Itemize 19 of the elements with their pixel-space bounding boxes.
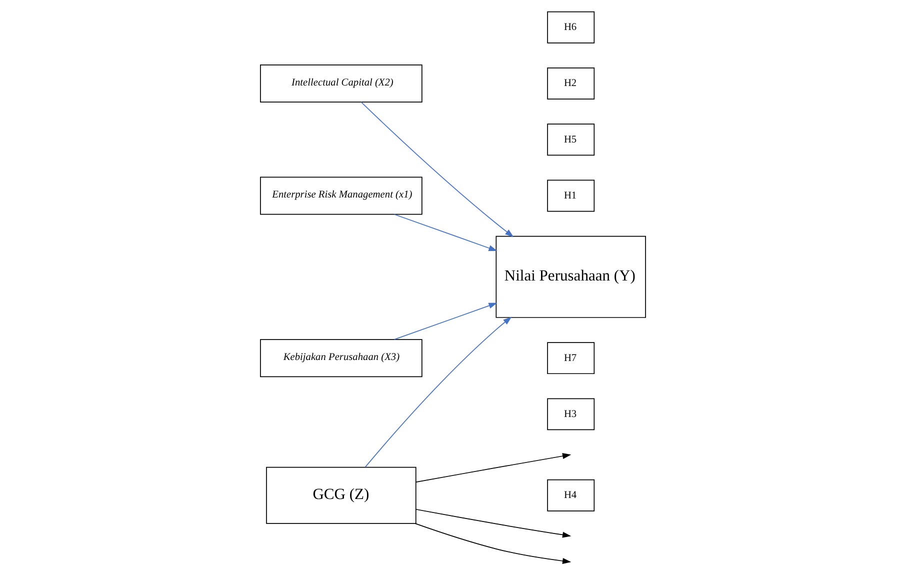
node-box: H6 xyxy=(546,11,594,44)
node-box: H5 xyxy=(546,124,594,156)
node-box: Nilai Perusahaan (Y) xyxy=(495,236,646,318)
arrow xyxy=(360,102,514,238)
node-box: H1 xyxy=(546,180,594,212)
node-box: Enterprise Risk Management (x1) xyxy=(260,176,422,215)
node-box: GCG (Z) xyxy=(266,466,416,524)
arrow xyxy=(393,214,497,252)
node-box: H7 xyxy=(546,342,594,374)
arrow xyxy=(364,316,512,468)
arrow xyxy=(414,523,571,564)
arrow xyxy=(415,453,571,482)
node-box: H2 xyxy=(546,68,594,100)
node-box: Intellectual Capital (X2) xyxy=(260,64,422,102)
node-box: H4 xyxy=(546,479,594,512)
node-box: Kebijakan Perusahaan (X3) xyxy=(260,339,422,378)
arrow xyxy=(393,302,497,340)
arrow xyxy=(415,508,571,538)
node-box: H3 xyxy=(546,398,594,430)
